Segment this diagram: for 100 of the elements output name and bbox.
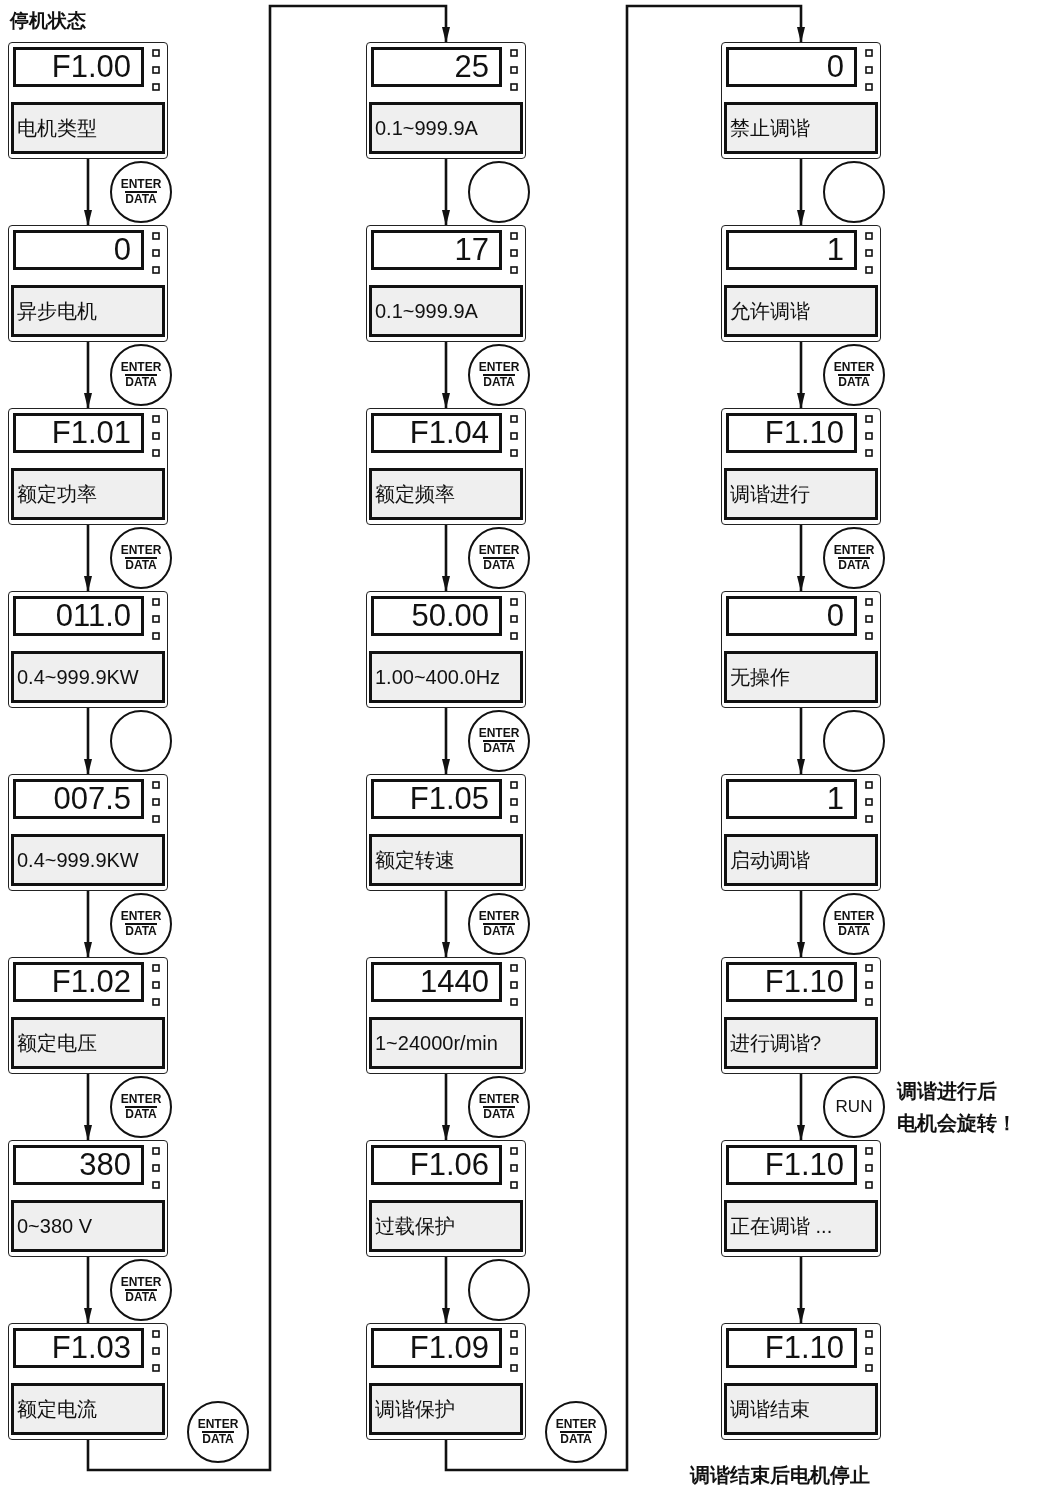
parameter-label: 无操作 (724, 651, 878, 703)
parameter-label: 额定频率 (369, 468, 523, 520)
display-readout: 1 (726, 230, 857, 270)
display-panel (8, 591, 168, 708)
parameter-label: 额定功率 (11, 468, 165, 520)
parameter-label: 电机类型 (11, 102, 165, 154)
display-panel (721, 408, 881, 525)
arrow (84, 342, 92, 409)
display-readout: F1.02 (13, 962, 144, 1002)
display-panel (366, 591, 526, 708)
key-legend: ENTER (478, 1093, 520, 1106)
arrow (84, 525, 92, 592)
key-legend: DATA (202, 1431, 234, 1446)
arrow (442, 1074, 450, 1141)
key-legend: DATA (483, 923, 515, 938)
parameter-label: 正在调谐 ... (724, 1200, 878, 1252)
display-panel (8, 408, 168, 525)
title: 停机状态 (10, 9, 86, 33)
display-panel (8, 957, 168, 1074)
key-legend: RUN (835, 1097, 873, 1117)
arrow (442, 159, 450, 226)
display-readout: 0 (13, 230, 144, 270)
display-readout: 25 (371, 47, 502, 87)
display-panel (721, 774, 881, 891)
key-legend: DATA (125, 1106, 157, 1121)
key-legend: ENTER (833, 910, 875, 923)
note-text: 调谐进行后 (897, 1079, 997, 1104)
display-panel (366, 1140, 526, 1257)
note-text: 电机会旋转！ (897, 1111, 1017, 1136)
display-panel (8, 1323, 168, 1440)
key-legend: DATA (125, 374, 157, 389)
parameter-label: 允许调谐 (724, 285, 878, 337)
parameter-label: 0~380 V (11, 1200, 165, 1252)
arrow (84, 891, 92, 958)
display-panel (366, 408, 526, 525)
arrow (84, 708, 92, 775)
key-legend: ENTER (120, 910, 162, 923)
parameter-label: 额定电压 (11, 1017, 165, 1069)
display-readout: 0 (726, 596, 857, 636)
display-readout: F1.10 (726, 962, 857, 1002)
key-legend: DATA (125, 1289, 157, 1304)
display-panel (8, 225, 168, 342)
key-legend: ENTER (197, 1418, 239, 1431)
display-readout: F1.09 (371, 1328, 502, 1368)
key-legend: ENTER (555, 1418, 597, 1431)
parameter-label: 过载保护 (369, 1200, 523, 1252)
display-panel (366, 957, 526, 1074)
key-legend: DATA (483, 740, 515, 755)
display-panel (366, 225, 526, 342)
key-legend: ENTER (120, 1093, 162, 1106)
parameter-label: 调谐结束 (724, 1383, 878, 1435)
parameter-label: 调谐进行 (724, 468, 878, 520)
display-panel (721, 42, 881, 159)
parameter-label: 异步电机 (11, 285, 165, 337)
display-readout: F1.03 (13, 1328, 144, 1368)
display-panel (721, 591, 881, 708)
parameter-label: 1~24000r/min (369, 1017, 523, 1069)
display-readout: F1.00 (13, 47, 144, 87)
display-readout: F1.10 (726, 413, 857, 453)
display-readout: 17 (371, 230, 502, 270)
display-readout: 380 (13, 1145, 144, 1185)
key-legend: DATA (125, 923, 157, 938)
display-readout: F1.04 (371, 413, 502, 453)
display-readout: 50.00 (371, 596, 502, 636)
arrow (797, 708, 805, 775)
parameter-label: 进行调谐? (724, 1017, 878, 1069)
arrow (84, 159, 92, 226)
key-legend: ENTER (120, 1276, 162, 1289)
parameter-label: 调谐保护 (369, 1383, 523, 1435)
arrow (84, 1074, 92, 1141)
arrow (797, 525, 805, 592)
key-legend: DATA (560, 1431, 592, 1446)
display-panel (8, 1140, 168, 1257)
parameter-label: 0.4~999.9KW (11, 834, 165, 886)
key-legend: DATA (125, 557, 157, 572)
arrow (444, 4, 805, 1472)
arrow (797, 1074, 805, 1141)
display-readout: F1.05 (371, 779, 502, 819)
parameter-label: 1.00~400.0Hz (369, 651, 523, 703)
display-panel (366, 774, 526, 891)
display-readout: 0 (726, 47, 857, 87)
key-legend: DATA (483, 1106, 515, 1121)
parameter-label: 额定转速 (369, 834, 523, 886)
key-legend: ENTER (120, 361, 162, 374)
arrow (84, 1257, 92, 1324)
arrow (442, 1257, 450, 1324)
display-readout: F1.10 (726, 1145, 857, 1185)
arrow (442, 708, 450, 775)
arrow (797, 159, 805, 226)
parameter-label: 0.1~999.9A (369, 285, 523, 337)
display-panel (8, 774, 168, 891)
display-panel (721, 225, 881, 342)
parameter-label: 启动调谐 (724, 834, 878, 886)
parameter-label: 0.4~999.9KW (11, 651, 165, 703)
key-legend: DATA (483, 374, 515, 389)
arrow (797, 342, 805, 409)
key-legend: ENTER (120, 544, 162, 557)
display-panel (721, 957, 881, 1074)
display-readout: 007.5 (13, 779, 144, 819)
parameter-label: 额定电流 (11, 1383, 165, 1435)
